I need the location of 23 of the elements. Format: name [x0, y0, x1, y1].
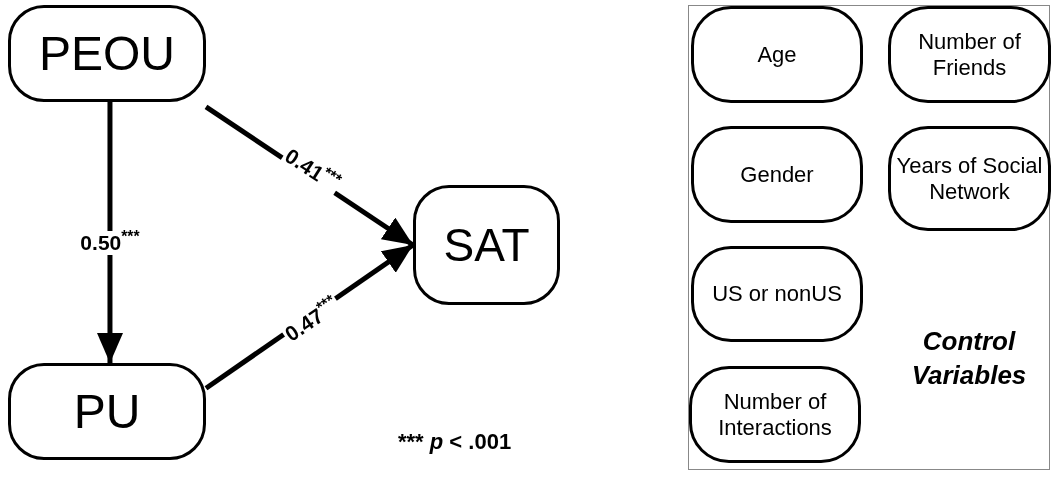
variable-label: Years of Social Network: [895, 152, 1044, 205]
variable-box: [888, 126, 1051, 231]
variable-box: [413, 185, 560, 305]
variable-box: [8, 363, 206, 460]
variable-label: PU: [73, 383, 141, 440]
variable-label: US or nonUS: [712, 281, 842, 307]
variable-box: [8, 5, 206, 102]
arrow: [96, 102, 123, 363]
variable-box: [691, 6, 863, 103]
variable-label: PEOU: [39, 25, 175, 82]
variable-label: Gender: [740, 161, 814, 188]
variable-label: Number of Interactions: [717, 388, 833, 441]
edge-label: 0.50$^{***}$: [78, 231, 142, 255]
variable-label: SAT: [443, 217, 530, 273]
variable-box: [691, 126, 863, 223]
panel-heading: Control Variables: [910, 325, 1028, 392]
variable-box: [888, 6, 1051, 103]
control-variables-panel: [688, 5, 1050, 470]
significance-note: *** p < .001: [398, 428, 512, 456]
variable-label: Age: [757, 41, 797, 68]
variable-box: [689, 366, 861, 463]
variable-label: Number of Friends: [917, 28, 1022, 81]
variable-box: [691, 246, 863, 342]
